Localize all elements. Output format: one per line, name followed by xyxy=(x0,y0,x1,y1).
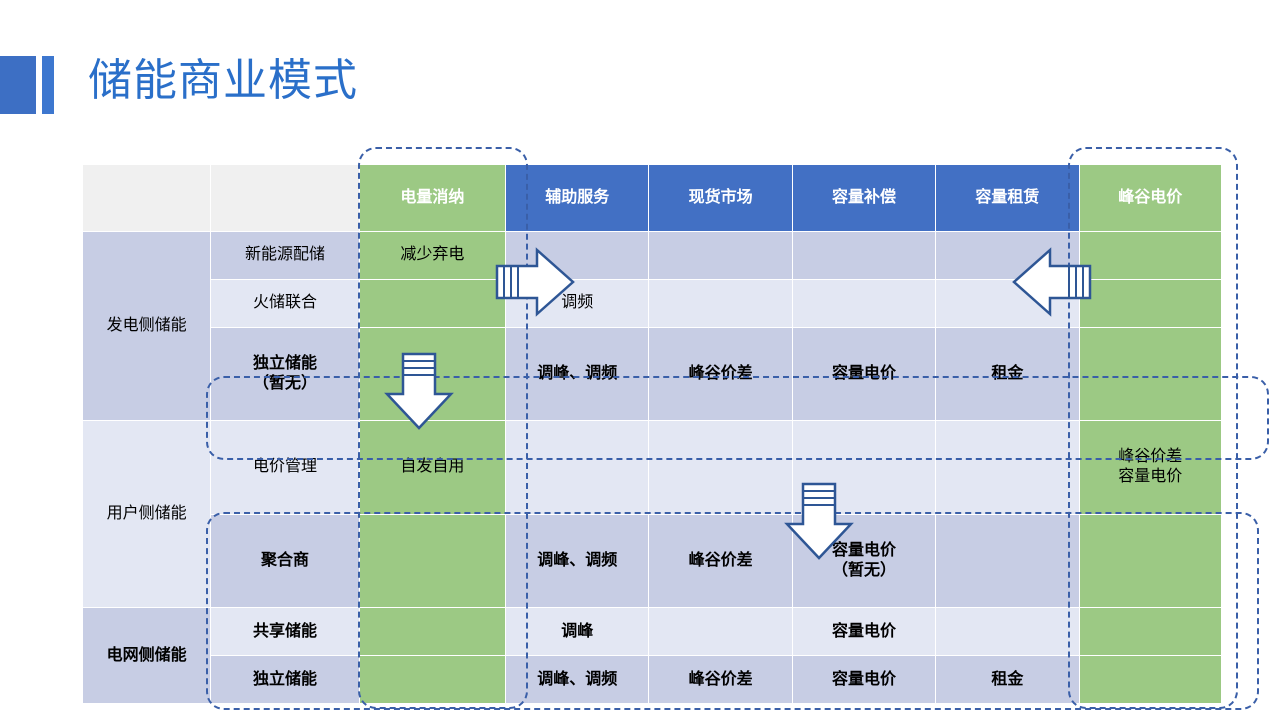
group-label-2: 电网侧储能 xyxy=(81,607,212,704)
arrow-down-rongliangdianjia-icon xyxy=(784,482,854,560)
arrow-right-from-dianliangxiaona-icon xyxy=(495,247,575,317)
row-label: 共享储能 xyxy=(210,607,360,657)
cell-r6-c1: 调峰、调频 xyxy=(505,655,650,704)
cell-r1-c5 xyxy=(1078,278,1223,328)
matrix-row: 独立储能（暂无） 调峰、调频峰谷价差容量电价租金 xyxy=(83,326,1223,422)
cell-r1-c0 xyxy=(358,278,507,328)
column-header-4: 容量租赁 xyxy=(935,164,1080,232)
cell-r3-c5: 峰谷价差容量电价 xyxy=(1078,420,1223,515)
column-header-1: 辅助服务 xyxy=(505,164,650,232)
arrow-down-green-column-icon xyxy=(384,352,454,430)
header-corner-row xyxy=(210,164,360,232)
arrow-left-to-fenggudianjia-icon xyxy=(1012,247,1092,317)
cell-r1-c2 xyxy=(648,278,793,328)
column-header-3: 容量补偿 xyxy=(791,164,937,232)
cell-r1-c3 xyxy=(791,278,937,328)
matrix-header-row: 电量消纳辅助服务现货市场容量补偿容量租赁峰谷电价 xyxy=(81,164,1223,232)
column-header-0: 电量消纳 xyxy=(358,164,507,232)
cell-r4-c4 xyxy=(935,513,1080,609)
group-label-0: 发电侧储能 xyxy=(81,230,212,422)
cell-r5-c0 xyxy=(358,607,507,657)
row-label: 新能源配储 xyxy=(210,231,360,280)
cell-r2-c5 xyxy=(1078,326,1223,422)
row-label: 火储联合 xyxy=(210,278,360,328)
row-label: 独立储能 xyxy=(210,655,360,704)
matrix-table: 电量消纳辅助服务现货市场容量补偿容量租赁峰谷电价发电侧储能新能源配储减少弃电火储… xyxy=(81,164,1223,704)
cell-r6-c3: 容量电价 xyxy=(791,655,937,704)
row-label: 聚合商 xyxy=(210,513,360,609)
row-label: 电价管理 xyxy=(210,420,360,515)
column-header-5: 峰谷电价 xyxy=(1078,164,1223,232)
cell-r5-c5 xyxy=(1078,607,1223,657)
cell-r2-c3: 容量电价 xyxy=(791,326,937,422)
cell-r4-c0 xyxy=(358,513,507,609)
cell-r6-c4: 租金 xyxy=(935,655,1080,704)
matrix-row: 发电侧储能新能源配储减少弃电 xyxy=(81,230,1223,422)
cell-r5-c4 xyxy=(935,607,1080,657)
cell-r4-c5 xyxy=(1078,513,1223,609)
cell-r3-c1 xyxy=(505,420,650,515)
cell-r2-c1: 调峰、调频 xyxy=(505,326,650,422)
cell-r5-c1: 调峰 xyxy=(505,607,650,657)
cell-r0-c5 xyxy=(1078,231,1223,280)
title-accent-bar-thin xyxy=(42,56,54,114)
cell-r1-c4 xyxy=(935,278,1080,328)
cell-r3-c0: 自发自用 xyxy=(358,420,507,515)
matrix-row: 电网侧储能共享储能调峰容量电价 xyxy=(81,607,1223,704)
row-label: 独立储能（暂无） xyxy=(210,326,360,422)
title-accent-bar-wide xyxy=(0,56,36,114)
matrix-row: 聚合商调峰、调频峰谷价差容量电价（暂无） xyxy=(83,513,1223,609)
matrix-row: 火储联合调频 xyxy=(83,278,1223,328)
page-title: 储能商业模式 xyxy=(88,56,358,105)
cell-r0-c2 xyxy=(648,231,793,280)
group-label-1: 用户侧储能 xyxy=(81,420,212,609)
cell-r0-c0: 减少弃电 xyxy=(358,231,507,280)
cell-r6-c5 xyxy=(1078,655,1223,704)
matrix-row: 独立储能 调峰、调频峰谷价差容量电价租金 xyxy=(83,655,1223,704)
column-header-2: 现货市场 xyxy=(648,164,793,232)
cell-r2-c4: 租金 xyxy=(935,326,1080,422)
matrix-row: 用户侧储能电价管理自发自用 峰谷价差容量电价 xyxy=(81,420,1223,609)
cell-r0-c3 xyxy=(791,231,937,280)
cell-r5-c2 xyxy=(648,607,793,657)
cell-r2-c2: 峰谷价差 xyxy=(648,326,793,422)
cell-r6-c2: 峰谷价差 xyxy=(648,655,793,704)
cell-r3-c2 xyxy=(648,420,793,515)
cell-r5-c3: 容量电价 xyxy=(791,607,937,657)
cell-r4-c2: 峰谷价差 xyxy=(648,513,793,609)
cell-r4-c1: 调峰、调频 xyxy=(505,513,650,609)
business-model-matrix: 电量消纳辅助服务现货市场容量补偿容量租赁峰谷电价发电侧储能新能源配储减少弃电火储… xyxy=(81,164,1223,704)
cell-r3-c4 xyxy=(935,420,1080,515)
cell-r6-c0 xyxy=(358,655,507,704)
header-corner-group xyxy=(81,164,212,232)
